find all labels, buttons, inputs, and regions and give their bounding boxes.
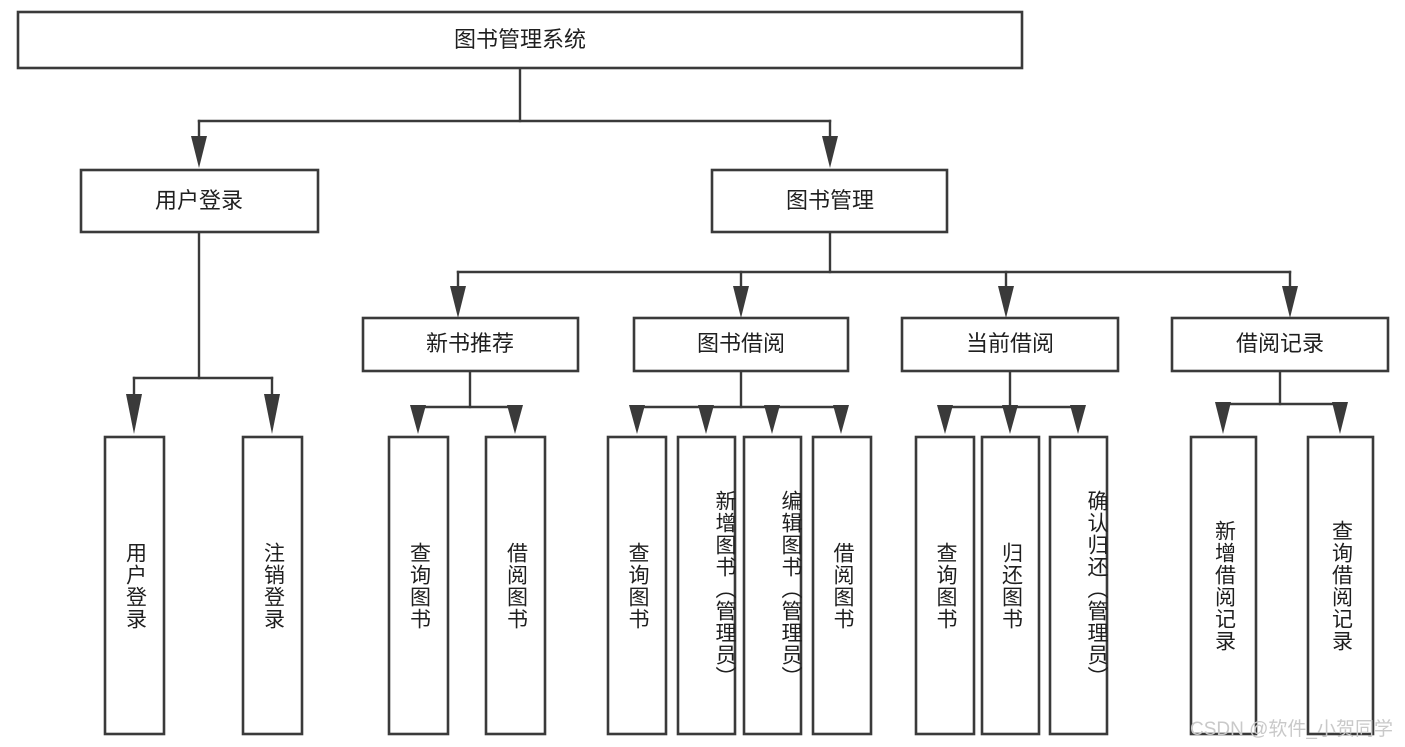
watermark-text: CSDN @软件_小贺同学 [1190, 719, 1393, 740]
arrow-head-book-manage [822, 136, 838, 168]
arrow-head-user-login [191, 136, 207, 168]
leaf-box-book-borrow-1[interactable] [606, 435, 668, 736]
arrow-head-leaf-recommend-1 [410, 405, 426, 434]
arrow-head-leaf-record-2 [1332, 402, 1348, 434]
leaf-box-current-3[interactable] [1048, 435, 1109, 736]
leaf-box-recommend-2[interactable] [484, 435, 547, 736]
leaf-box-book-borrow-4[interactable] [811, 435, 873, 736]
node-user-login-label: 用户登录 [155, 188, 243, 213]
node-borrow-record-label: 借阅记录 [1236, 331, 1324, 356]
leaf-box-record-2[interactable] [1306, 435, 1375, 736]
arrow-head-recommend [450, 286, 466, 318]
arrow-head-leaf-current-1 [937, 405, 953, 434]
arrow-head-leaf-current-2 [1002, 405, 1018, 434]
arrow-head-leaf-user-login-2 [264, 394, 280, 434]
node-book-borrow-box[interactable] [632, 316, 850, 373]
arrow-head-leaf-record-1 [1215, 402, 1231, 434]
connectors-borrow-record-to-leaves [1215, 369, 1348, 434]
node-book-manage-label: 图书管理 [786, 188, 874, 213]
arrow-head-current-borrow [998, 286, 1014, 318]
leaf-box-record-1[interactable] [1189, 435, 1258, 736]
leaf-box-user-login-1[interactable] [103, 435, 166, 736]
connectors-level2-to-level3 [450, 230, 1298, 318]
node-book-manage-box[interactable] [710, 168, 949, 234]
node-root-label: 图书管理系统 [454, 27, 586, 52]
node-book-borrow-label: 图书借阅 [697, 331, 785, 356]
connectors-recommend-to-leaves [410, 369, 523, 434]
node-new-book-recommend-label: 新书推荐 [426, 331, 514, 356]
arrow-head-leaf-book-borrow-4 [833, 405, 849, 434]
node-new-book-recommend-box[interactable] [361, 316, 580, 373]
connectors-book-borrow-to-leaves [629, 369, 849, 434]
leaf-box-current-1[interactable] [914, 435, 976, 736]
arrow-head-leaf-book-borrow-3 [764, 405, 780, 434]
arrow-head-leaf-book-borrow-2 [698, 405, 714, 434]
connectors-root-to-level2 [191, 66, 838, 168]
arrow-head-leaf-user-login-1 [126, 394, 142, 434]
connectors-current-borrow-to-leaves [937, 369, 1086, 434]
arrow-head-leaf-book-borrow-1 [629, 405, 645, 434]
leaf-box-current-2[interactable] [980, 435, 1041, 736]
leaf-box-user-login-2[interactable] [241, 435, 304, 736]
leaf-box-book-borrow-2[interactable] [676, 435, 737, 736]
leaf-box-book-borrow-3[interactable] [742, 435, 803, 736]
arrow-head-leaf-recommend-2 [507, 405, 523, 434]
node-current-borrow-label: 当前借阅 [966, 331, 1054, 356]
node-borrow-record-box[interactable] [1170, 316, 1390, 373]
connectors-user-login-to-leaves [126, 230, 280, 434]
node-root-box[interactable] [16, 10, 1024, 70]
node-current-borrow-box[interactable] [900, 316, 1120, 373]
node-user-login-box[interactable] [79, 168, 320, 234]
arrow-head-borrow-record [1282, 286, 1298, 318]
arrow-head-book-borrow [733, 286, 749, 318]
arrow-head-leaf-current-3 [1070, 405, 1086, 434]
leaf-box-recommend-1[interactable] [387, 435, 450, 736]
